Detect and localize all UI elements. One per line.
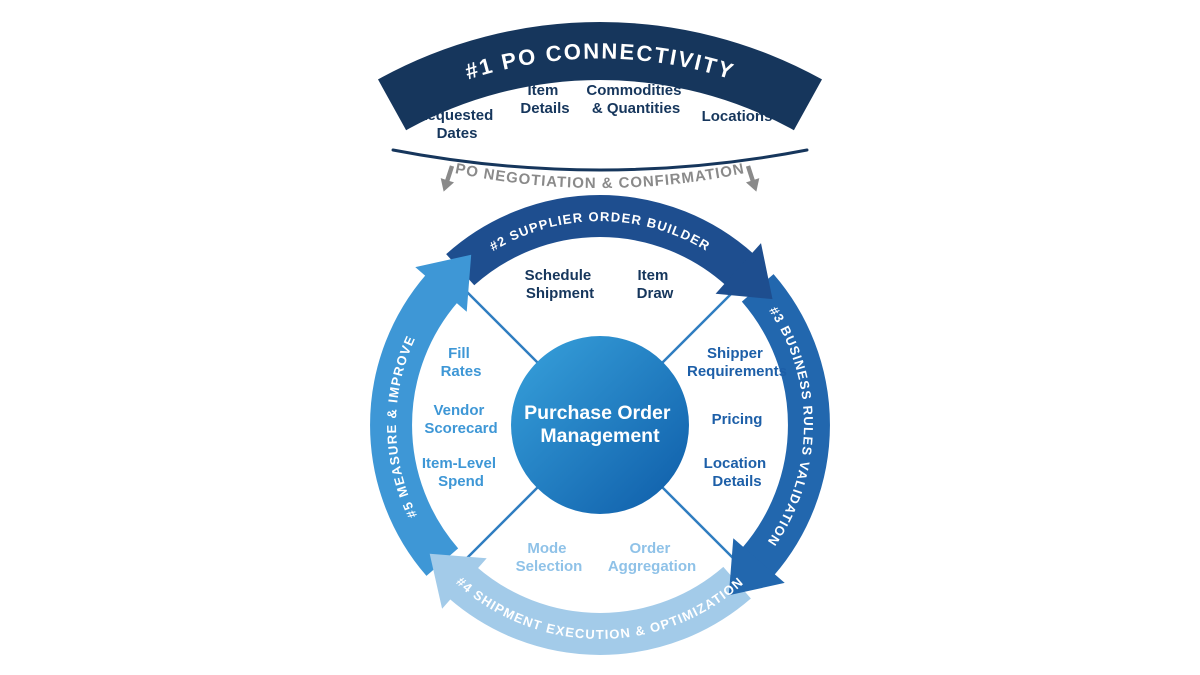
segment-arrowhead-4 (429, 553, 487, 609)
quadrant-item-order-aggregation: Order Aggregation (608, 540, 696, 575)
quadrant-item-vendor-scorecard: Vendor Scorecard (424, 402, 497, 437)
quadrant-item-mode-selection: Mode Selection (516, 540, 583, 575)
segment-arrowhead-3 (728, 538, 785, 596)
segment-arc-2 (446, 195, 754, 286)
banner-item-requested-dates: Requested Dates (417, 107, 498, 142)
quadrant-item-item-level-spend: Item-Level Spend (422, 455, 500, 490)
quadrant-item-shipper-requirements: Shipper Requirements (687, 345, 787, 380)
wheel-arrowheads (415, 243, 785, 609)
po-connectivity-banner: #1 PO CONNECTIVITY Requested Dates Item … (378, 21, 822, 172)
down-arrow-icon (745, 165, 760, 192)
quadrant-item-fill-rates: Fill Rates (441, 345, 482, 380)
banner-divider-arc (391, 148, 809, 172)
down-arrow-icon (440, 165, 455, 192)
segment-arc-3 (741, 274, 830, 576)
quadrant-item-schedule-shipment: Schedule Shipment (525, 267, 596, 302)
center-circle (511, 336, 689, 514)
center-title: Purchase Order Management (524, 402, 676, 447)
segment-arrowhead-5 (415, 254, 472, 312)
quadrant-item-pricing: Pricing (712, 411, 763, 428)
banner-item-item-details: Item Details (520, 82, 569, 117)
po-connectivity-band (378, 21, 822, 131)
segment-arrowhead-2 (715, 243, 773, 300)
segment-arc-5 (370, 274, 459, 576)
wheel-bands (370, 195, 830, 655)
banner-item-locations: Locations (702, 108, 773, 125)
banner-item-commodities-quantities: Commodities & Quantities (586, 82, 685, 117)
segment-arc-4 (449, 566, 751, 655)
quadrant-item-location-details: Location Details (704, 455, 771, 490)
quadrant-item-item-draw: Item Draw (637, 267, 674, 302)
